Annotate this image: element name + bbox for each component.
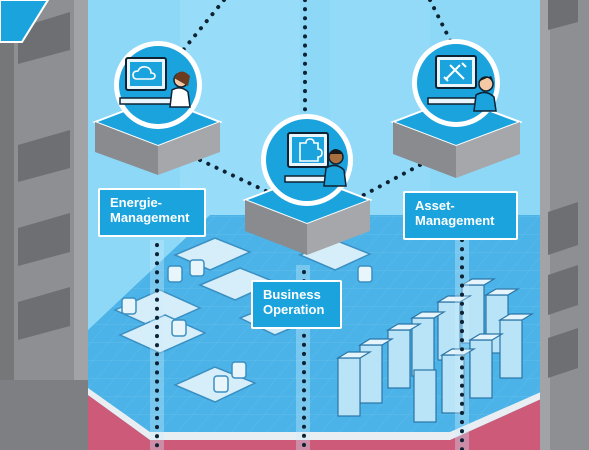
label-business-line2: Operation <box>263 302 325 317</box>
tools-screen-icon <box>443 62 467 82</box>
arrow-tab-icon <box>0 0 50 43</box>
building-base <box>88 395 550 450</box>
server-racks <box>335 278 535 423</box>
label-asset-line1: Asset- <box>415 198 455 213</box>
workstation-business <box>242 114 373 255</box>
label-business-line1: Business <box>263 287 321 302</box>
cloud-gear-screen-icon <box>132 66 156 80</box>
puzzle-screen-icon <box>299 138 323 162</box>
right-pillar <box>540 0 589 450</box>
label-energie-line1: Energie- <box>110 195 163 210</box>
label-asset-management: Asset- Management <box>403 191 518 240</box>
workstation-energie <box>92 41 223 175</box>
label-energie-line2: Management <box>110 210 190 225</box>
workstation-asset <box>390 39 523 178</box>
label-asset-line2: Management <box>415 213 495 228</box>
office-chairs <box>121 259 373 393</box>
label-energie-management: Energie- Management <box>98 188 206 237</box>
left-pillar <box>0 0 88 450</box>
label-business-operation: Business Operation <box>251 280 342 329</box>
